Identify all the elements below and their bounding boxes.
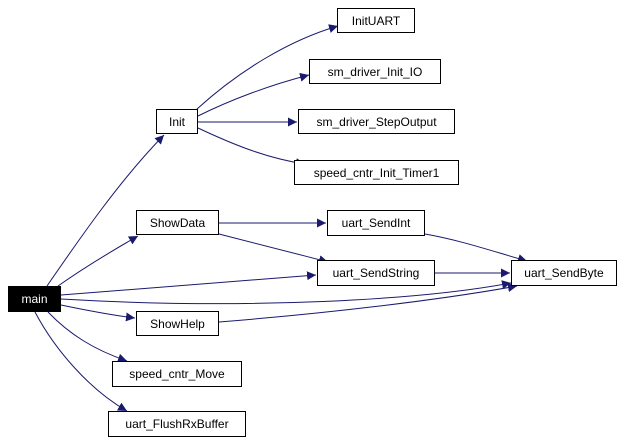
node-sm-driver-init-io[interactable]: sm_driver_Init_IO xyxy=(309,59,441,84)
node-speed-cntr-init-timer1[interactable]: speed_cntr_Init_Timer1 xyxy=(294,160,459,185)
edge-uart-send-int-to-uart-send-byte xyxy=(424,233,528,263)
node-init[interactable]: Init xyxy=(156,109,198,134)
node-speed-cntr-move[interactable]: speed_cntr_Move xyxy=(112,361,242,387)
edge-init-to-sm-driver-init-io xyxy=(197,72,310,117)
node-uart-send-string[interactable]: uart_SendString xyxy=(317,260,435,286)
edge-show-data-to-uart-send-string xyxy=(218,233,329,265)
node-init-uart[interactable]: InitUART xyxy=(337,8,415,33)
node-show-help[interactable]: ShowHelp xyxy=(136,311,219,336)
node-uart-send-int[interactable]: uart_SendInt xyxy=(327,210,425,236)
edge-main-to-uart-send-string xyxy=(60,271,317,296)
edge-main-to-init xyxy=(46,134,165,287)
node-show-data[interactable]: ShowData xyxy=(136,210,219,235)
edge-init-to-speed-cntr-init-timer1 xyxy=(197,127,306,168)
edge-main-to-show-data xyxy=(57,235,139,287)
edge-main-to-uart-flush-rx-buffer xyxy=(34,311,128,412)
node-uart-send-byte[interactable]: uart_SendByte xyxy=(511,260,617,286)
edge-init-to-init-uart xyxy=(196,24,339,110)
node-uart-flush-rx-buffer[interactable]: uart_FlushRxBuffer xyxy=(108,411,246,437)
edge-main-to-speed-cntr-move xyxy=(47,311,128,363)
node-main[interactable]: main xyxy=(8,286,61,312)
edge-main-to-show-help xyxy=(60,304,136,322)
edge-main-to-uart-send-byte xyxy=(60,280,512,305)
edge-show-help-to-uart-send-byte xyxy=(218,283,518,323)
node-sm-driver-step-output[interactable]: sm_driver_StepOutput xyxy=(298,109,455,134)
